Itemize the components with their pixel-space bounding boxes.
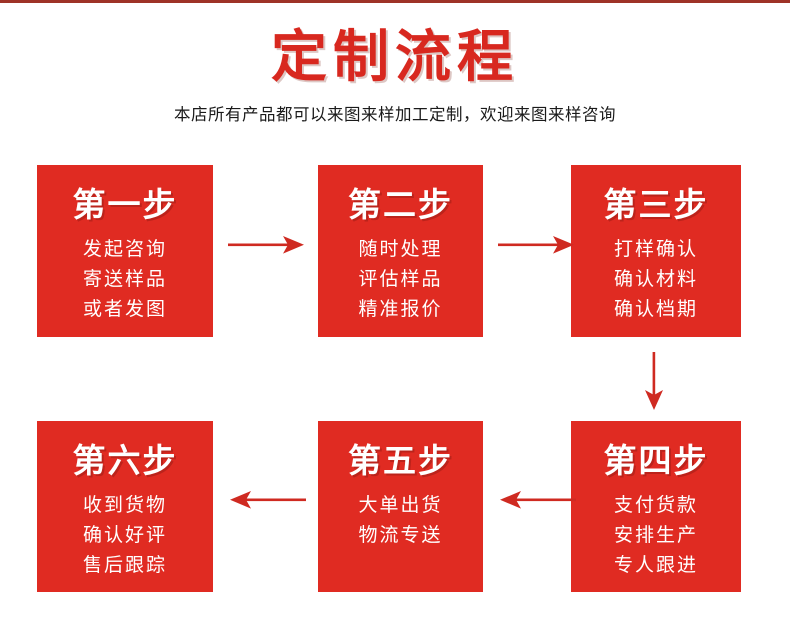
header: 定制流程 本店所有产品都可以来图来样加工定制，欢迎来图来样咨询 (0, 0, 790, 126)
step-1-detail-line: 或者发图 (82, 298, 167, 320)
step-4-detail-line: 专人跟进 (613, 554, 698, 576)
step-card-6[interactable]: 第六步 收到货物 确认好评 售后跟踪 (37, 421, 213, 592)
step-6-detail-line: 收到货物 (82, 494, 167, 516)
step-3-detail-line: 确认材料 (613, 268, 698, 290)
step-4-detail-line: 支付货款 (613, 494, 698, 516)
step-5-detail-list: 大单出货 物流专送 (318, 480, 483, 550)
step-6-title: 第六步 (72, 441, 178, 480)
top-divider-rule (0, 0, 790, 3)
step-4-detail-list: 支付货款 安排生产 专人跟进 (571, 480, 741, 580)
step-2-title: 第二步 (348, 185, 453, 224)
arrow-right-icon-step1-to-step2 (228, 232, 306, 258)
step-card-5[interactable]: 第五步 大单出货 物流专送 (318, 421, 483, 592)
arrow-right-icon-step2-to-step3 (498, 232, 576, 258)
arrow-left-icon-step5-to-step6 (228, 487, 306, 513)
step-card-3[interactable]: 第三步 打样确认 确认材料 确认档期 (571, 165, 741, 337)
step-5-detail-line: 物流专送 (358, 524, 443, 546)
page-title: 定制流程 (271, 25, 519, 90)
step-2-detail-line: 精准报价 (358, 298, 443, 320)
step-3-detail-line: 确认档期 (613, 298, 698, 320)
step-6-detail-line: 售后跟踪 (82, 554, 167, 576)
step-4-title: 第四步 (603, 441, 709, 480)
step-3-detail-line: 打样确认 (613, 238, 698, 260)
step-2-detail-list: 随时处理 评估样品 精准报价 (318, 224, 483, 324)
step-3-title: 第三步 (603, 185, 709, 224)
step-5-title: 第五步 (348, 441, 453, 480)
step-6-detail-line: 确认好评 (82, 524, 167, 546)
step-4-detail-line: 安排生产 (613, 524, 698, 546)
step-3-detail-list: 打样确认 确认材料 确认档期 (571, 224, 741, 324)
step-1-detail-line: 寄送样品 (82, 268, 167, 290)
step-card-4[interactable]: 第四步 支付货款 安排生产 专人跟进 (571, 421, 741, 592)
arrow-left-icon-step4-to-step5 (498, 487, 576, 513)
step-1-detail-line: 发起咨询 (82, 238, 167, 260)
step-6-detail-list: 收到货物 确认好评 售后跟踪 (37, 480, 213, 580)
step-card-1[interactable]: 第一步 发起咨询 寄送样品 或者发图 (37, 165, 213, 337)
page-subtitle: 本店所有产品都可以来图来样加工定制，欢迎来图来样咨询 (174, 105, 616, 124)
step-2-detail-line: 随时处理 (358, 238, 443, 260)
arrow-down-icon-step3-to-step4 (640, 352, 668, 412)
step-2-detail-line: 评估样品 (358, 268, 443, 290)
step-1-title: 第一步 (72, 185, 178, 224)
step-card-2[interactable]: 第二步 随时处理 评估样品 精准报价 (318, 165, 483, 337)
step-5-detail-line: 大单出货 (358, 494, 443, 516)
step-1-detail-list: 发起咨询 寄送样品 或者发图 (37, 224, 213, 324)
